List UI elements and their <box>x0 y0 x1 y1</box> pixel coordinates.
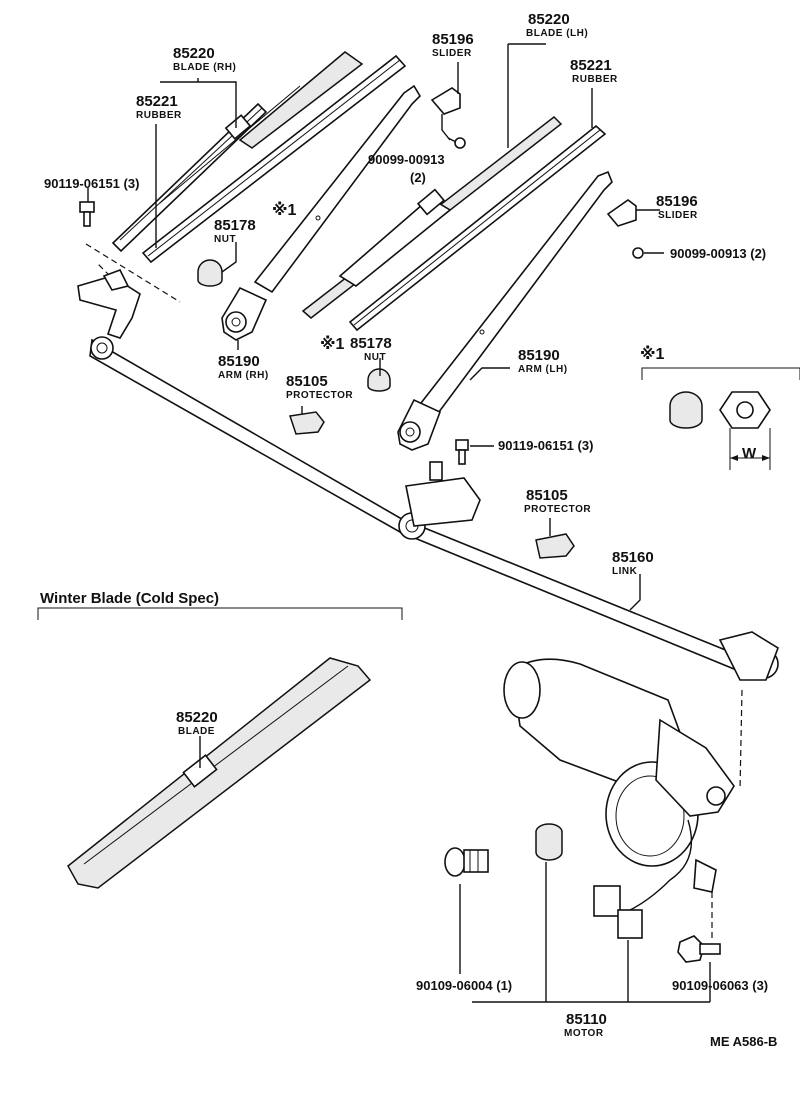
motor-label: MOTOR <box>564 1028 604 1039</box>
link-part-number: 85160 <box>612 549 654 566</box>
winter-blade-box <box>37 607 403 889</box>
bolt-bottom-left-part-number: 90109-06004 (1) <box>416 978 513 993</box>
winter-blade-title: Winter Blade (Cold Spec) <box>40 590 220 607</box>
blade-rh-label: BLADE (RH) <box>173 62 237 73</box>
arm-rh-part-number: 85190 <box>218 353 260 370</box>
link-assembly <box>77 268 779 681</box>
bolt-left <box>79 201 95 227</box>
bolt-bottom-right-part-number: 90109-06063 (3) <box>672 978 769 993</box>
nut-rh-part-number: 85178 <box>214 217 256 234</box>
grommet <box>535 823 563 861</box>
arm-rh <box>221 84 422 341</box>
link-label: LINK <box>612 566 638 577</box>
blade-lh-part-number: 85220 <box>528 11 570 28</box>
screw-right <box>632 247 664 259</box>
screw-top-quantity: (2) <box>410 170 426 185</box>
arm-rh-label: ARM (RH) <box>218 370 269 381</box>
nut-rh-label: NUT <box>214 234 237 245</box>
nut-rh <box>197 259 223 287</box>
protector-left-label: PROTECTOR <box>286 390 354 401</box>
winter-blade-label: BLADE <box>178 726 215 737</box>
leader-lines <box>87 43 711 1003</box>
nut-detail <box>641 367 800 470</box>
slider-right-part-number: 85196 <box>656 193 698 210</box>
motor-part-number: 85110 <box>566 1011 607 1028</box>
protector-right-part-number: 85105 <box>526 487 568 504</box>
slider-top <box>430 87 461 115</box>
rubber-rh-label: RUBBER <box>136 110 182 121</box>
motor <box>503 658 743 940</box>
nut-lh-part-number: 85178 <box>350 335 392 352</box>
screw-right-part-number: 90099-00913 (2) <box>670 246 767 261</box>
blade-rh <box>111 51 364 253</box>
bolt-bottom-left <box>444 847 489 877</box>
bolt-left-part-number: 90119-06151 (3) <box>44 176 140 191</box>
mark-1-detail: ※1 <box>640 346 665 363</box>
screw-top <box>447 137 466 149</box>
screw-top-part-number: 90099-00913 <box>368 152 445 167</box>
protector-right-label: PROTECTOR <box>524 504 592 515</box>
arm-lh-label: ARM (LH) <box>518 364 568 375</box>
figure-reference: ME A586-B <box>710 1034 778 1049</box>
dimension-w: W <box>742 445 757 462</box>
blade-rh-part-number: 85220 <box>173 45 215 62</box>
mark-1-rh: ※1 <box>272 202 297 219</box>
slider-right-label: SLIDER <box>658 210 698 221</box>
protector-left <box>289 411 325 435</box>
slider-top-label: SLIDER <box>432 48 472 59</box>
winter-blade-part-number: 85220 <box>176 709 218 726</box>
bolt-center <box>455 439 469 465</box>
rubber-lh-label: RUBBER <box>572 74 618 85</box>
rubber-lh <box>348 124 607 332</box>
rubber-lh-part-number: 85221 <box>570 57 612 74</box>
slider-right <box>606 199 637 227</box>
arm-lh-part-number: 85190 <box>518 347 560 364</box>
mark-1-lh: ※1 <box>320 336 345 353</box>
blade-lh <box>301 116 563 319</box>
protector-left-part-number: 85105 <box>286 373 328 390</box>
slider-top-part-number: 85196 <box>432 31 474 48</box>
bolt-center-part-number: 90119-06151 (3) <box>498 438 594 453</box>
nut-lh-label: NUT <box>364 352 387 363</box>
bolt-bottom-right <box>677 935 721 963</box>
nut-lh <box>367 368 391 392</box>
protector-right <box>535 533 575 559</box>
rubber-rh-part-number: 85221 <box>136 93 178 110</box>
blade-lh-label: BLADE (LH) <box>526 28 589 39</box>
arm-lh <box>397 170 613 451</box>
rubber-rh <box>141 54 407 264</box>
